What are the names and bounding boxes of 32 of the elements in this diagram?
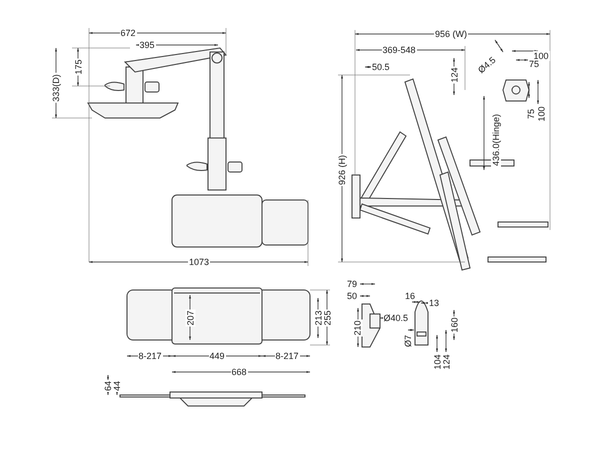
dimension-label: 75 bbox=[528, 59, 540, 69]
dimension-label: 100 bbox=[536, 105, 546, 123]
dimension-label: 956 (W) bbox=[434, 29, 468, 39]
dimension-label: 75 bbox=[526, 108, 536, 120]
dimension-label: 8-217 bbox=[274, 351, 300, 361]
dimension-label: 449 bbox=[208, 351, 226, 361]
dimension-label: 44 bbox=[112, 380, 122, 392]
dimension-label: 50.5 bbox=[371, 62, 391, 72]
dimension-label: 64 bbox=[103, 380, 113, 392]
dimension-label: 672 bbox=[120, 28, 137, 38]
dimension-label: 333(D) bbox=[50, 73, 61, 103]
dimension-label: 668 bbox=[230, 367, 248, 377]
dimension-label: 926 (H) bbox=[337, 154, 347, 186]
dimension-label: 8-217 bbox=[138, 351, 163, 361]
dimension-label: 124 bbox=[441, 353, 452, 371]
dimension-label: Ø40.5 bbox=[382, 313, 410, 323]
dimension-label: 104 bbox=[432, 353, 442, 371]
dimension-label: 210 bbox=[352, 319, 362, 337]
dimension-label: 16 bbox=[404, 291, 416, 301]
dimension-label: 100 bbox=[532, 51, 550, 61]
dimension-label: 395 bbox=[138, 40, 156, 50]
dimension-label: 175 bbox=[73, 58, 84, 76]
dimension-label: 436.0(Hinge) bbox=[491, 112, 502, 168]
dimension-label: 50 bbox=[346, 291, 358, 301]
dimension-label: 1073 bbox=[188, 257, 210, 267]
dimension-label: 213 bbox=[313, 309, 324, 327]
dimension-label: 369-548 bbox=[382, 45, 417, 55]
dimension-label: 13 bbox=[428, 298, 440, 308]
dimension-label: 124 bbox=[449, 66, 460, 84]
dimension-label: 79 bbox=[346, 279, 358, 289]
dimension-label: Ø7 bbox=[403, 334, 413, 348]
dimension-label: 160 bbox=[449, 316, 460, 334]
